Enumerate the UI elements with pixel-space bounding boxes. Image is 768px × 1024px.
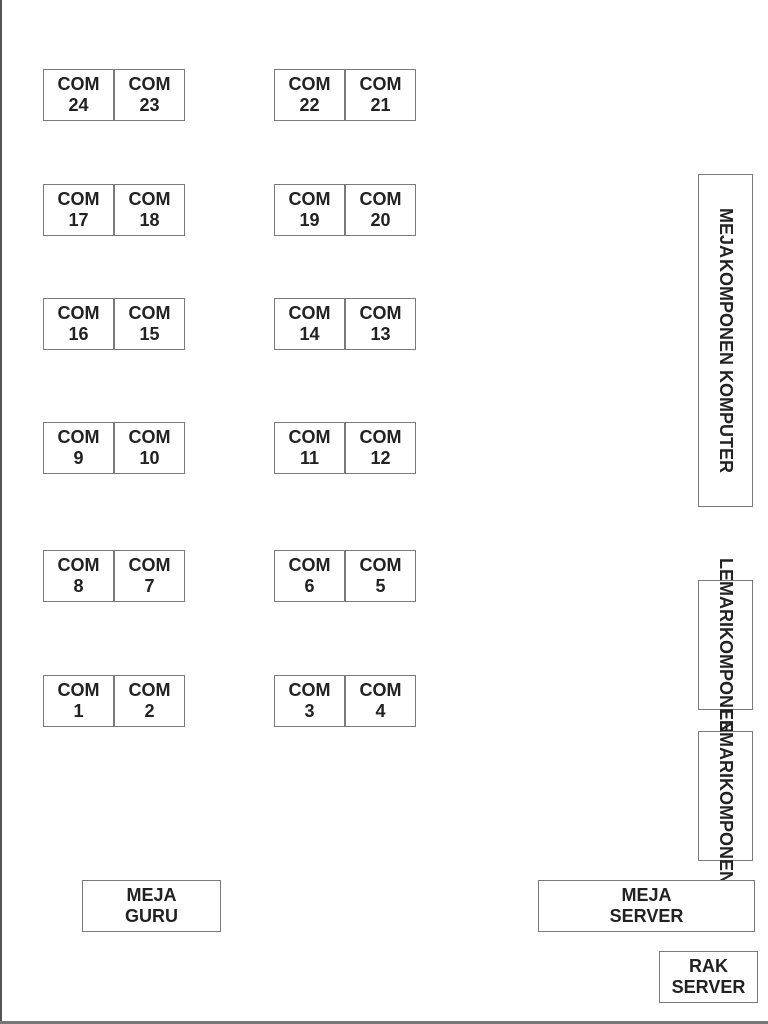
computer-number: 12 xyxy=(370,448,391,468)
computer-number: 4 xyxy=(375,701,386,721)
computer-label: COM xyxy=(57,427,100,447)
furniture-label: MEJA xyxy=(716,208,736,259)
computer-number: 9 xyxy=(73,448,84,468)
computer-number: 8 xyxy=(73,576,84,596)
furniture-label: KOMPONEN KOMPUTER xyxy=(716,258,736,473)
meja-server: MEJA SERVER xyxy=(538,880,755,932)
furniture-label: LEMARI xyxy=(716,708,736,778)
computer-number: 14 xyxy=(299,324,320,344)
furniture-label: GURU xyxy=(125,906,178,926)
computer-label: COM xyxy=(359,680,402,700)
computer-label: COM xyxy=(288,74,331,94)
furniture-label: LEMARI xyxy=(716,557,736,627)
computer-label: COM xyxy=(359,427,402,447)
furniture-label: RAK xyxy=(688,956,728,976)
lemari-komponen: LEMARI KOMPONEN xyxy=(698,709,753,884)
computer-number: 13 xyxy=(370,324,391,344)
computer-number: 7 xyxy=(144,576,155,596)
computer-number: 20 xyxy=(370,210,391,230)
computer-label: COM xyxy=(57,680,100,700)
computer-number: 1 xyxy=(73,701,84,721)
computer-number: 5 xyxy=(375,576,386,596)
computer-label: COM xyxy=(288,680,331,700)
computer-number: 6 xyxy=(304,576,315,596)
computer-label: COM xyxy=(288,427,331,447)
lemari-komponen: LEMARI KOMPONEN xyxy=(698,558,753,733)
computer-label: COM xyxy=(57,303,100,323)
computer-label: COM xyxy=(57,74,100,94)
computer-number: 23 xyxy=(139,95,160,115)
computer-number: 19 xyxy=(299,210,320,230)
furniture-label: MEJA xyxy=(621,885,672,905)
computer-label: COM xyxy=(288,303,331,323)
computer-number: 17 xyxy=(68,210,89,230)
meja-guru: MEJA GURU xyxy=(82,880,221,932)
furniture-label: MEJA xyxy=(126,885,177,905)
computer-number: 2 xyxy=(144,701,155,721)
computer-number: 22 xyxy=(299,95,320,115)
computer-label: COM xyxy=(128,427,171,447)
computer-label: COM xyxy=(128,189,171,209)
furniture-label: KOMPONEN xyxy=(716,626,736,733)
computer-number: 10 xyxy=(139,448,160,468)
computer-label: COM xyxy=(288,555,331,575)
computer-label: COM xyxy=(128,303,171,323)
furniture-label: SERVER xyxy=(671,977,746,997)
left-wall xyxy=(0,0,2,1024)
furniture-label: KOMPONEN xyxy=(716,777,736,884)
computer-label: COM xyxy=(128,74,171,94)
rak-server: RAK SERVER xyxy=(659,951,758,1003)
computer-label: COM xyxy=(359,189,402,209)
meja-komponen-komputer: MEJA KOMPONEN KOMPUTER xyxy=(698,174,753,507)
computer-label: COM xyxy=(359,555,402,575)
computer-label: COM xyxy=(128,555,171,575)
computer-label: COM xyxy=(128,680,171,700)
computer-label: COM xyxy=(57,189,100,209)
computer-number: 3 xyxy=(304,701,315,721)
computer-number: 18 xyxy=(139,210,160,230)
computer-number: 24 xyxy=(68,95,89,115)
computer-number: 21 xyxy=(370,95,391,115)
bottom-wall xyxy=(0,1021,768,1024)
computer-label: COM xyxy=(57,555,100,575)
computer-label: COM xyxy=(288,189,331,209)
furniture-label: SERVER xyxy=(609,906,684,926)
computer-number: 15 xyxy=(139,324,160,344)
computer-label: COM xyxy=(359,303,402,323)
computer-label: COM xyxy=(359,74,402,94)
computer-number: 11 xyxy=(299,448,320,468)
computer-number: 16 xyxy=(68,324,89,344)
